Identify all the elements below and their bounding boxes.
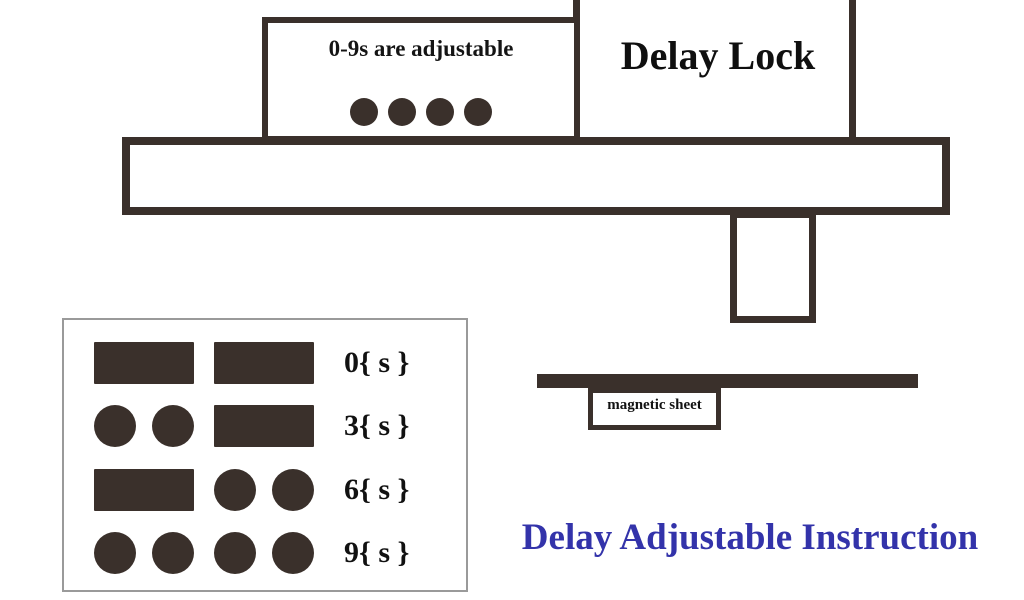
legend-switch-circle [152, 532, 194, 574]
lock-body-housing [122, 137, 950, 215]
legend-value: 9{ s } [344, 536, 410, 569]
legend-value: 0{ s } [344, 346, 410, 379]
magnetic-strike-bar [537, 374, 918, 388]
legend-switch-circle [272, 532, 314, 574]
legend-switch-bar [94, 342, 194, 384]
legend-row: 6{ s } [64, 461, 470, 519]
legend-switch-circle [214, 469, 256, 511]
legend-switch-bar [214, 405, 314, 447]
keypad-label: 0-9s are adjustable [328, 36, 514, 61]
keypad-dot-1[interactable] [350, 98, 378, 126]
legend-switch-circle [94, 532, 136, 574]
legend-switch-bar [94, 469, 194, 511]
legend-switch-bar [214, 342, 314, 384]
legend-switch-group [64, 461, 340, 519]
legend-row: 9{ s } [64, 524, 470, 582]
legend-switch-group [64, 397, 340, 455]
diagram-caption: Delay Adjustable Instruction [521, 517, 979, 558]
legend-row: 3{ s } [64, 397, 470, 455]
legend-switch-circle [152, 405, 194, 447]
keypad-dot-row [262, 98, 580, 126]
dip-switch-legend-panel: 0{ s } 3{ s } 6{ s } [62, 318, 468, 592]
magnetic-sheet-box [588, 388, 721, 430]
keypad-dot-3[interactable] [426, 98, 454, 126]
magnetic-sheet-label: magnetic sheet [607, 397, 702, 413]
keypad-dot-4[interactable] [464, 98, 492, 126]
lock-right-post [849, 0, 856, 140]
keypad-dot-2[interactable] [388, 98, 416, 126]
legend-value: 6{ s } [344, 473, 410, 506]
legend-switch-circle [94, 405, 136, 447]
legend-switch-group [64, 334, 340, 392]
legend-switch-group [64, 524, 340, 582]
lock-bolt-tab [730, 211, 816, 323]
legend-switch-circle [272, 469, 314, 511]
legend-row: 0{ s } [64, 334, 470, 392]
delay-lock-face-label: Delay Lock [620, 33, 816, 78]
legend-value: 3{ s } [344, 409, 410, 442]
legend-switch-circle [214, 532, 256, 574]
